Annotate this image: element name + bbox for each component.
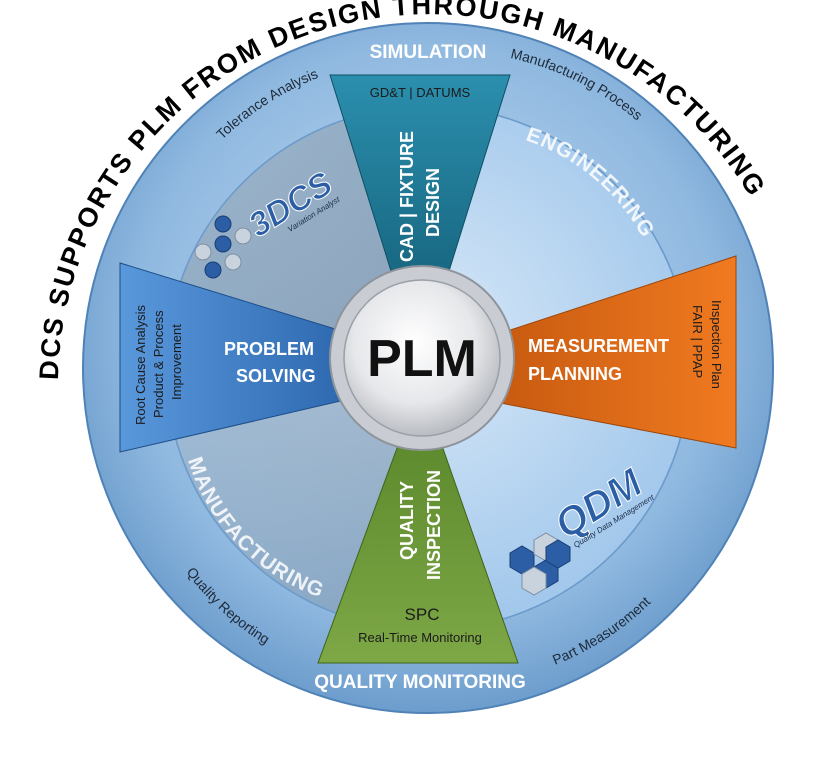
ring-label-simulation: SIMULATION (370, 42, 487, 63)
wedge-problem-solving: PROBLEM SOLVING Root Cause Analysis Prod… (119, 262, 346, 453)
wedge-measurement-title-line2: PLANNING (528, 364, 622, 384)
wedge-problem-sub3: Improvement (169, 324, 184, 400)
wedge-measurement-sub2: FAIR | PPAP (690, 305, 705, 378)
wedge-measurement-sub1: Inspection Plan (709, 300, 724, 389)
wedge-problem-sub2: Product & Process (151, 310, 166, 418)
wedge-quality-title-line1: QUALITY (397, 481, 417, 560)
wedge-problem-title-line2: SOLVING (236, 366, 316, 386)
center-hub: PLM (329, 265, 515, 451)
dcs-logo-icon (194, 215, 252, 279)
wedge-cad-title-line2: DESIGN (423, 168, 443, 237)
center-label: PLM (367, 330, 477, 388)
wedge-quality-inspection: QUALITY INSPECTION SPC Real-Time Monitor… (317, 439, 519, 664)
wedge-quality-sub1: SPC (405, 605, 440, 624)
wedge-quality-sub2: Real-Time Monitoring (358, 630, 482, 645)
wedge-cad-fixture-design: GD&T | DATUMS CAD | FIXTURE DESIGN (329, 74, 511, 301)
wedge-problem-title-line1: PROBLEM (224, 339, 314, 359)
wedge-measurement-title-line1: MEASUREMENT (528, 336, 669, 356)
wedge-quality-title-line2: INSPECTION (424, 470, 444, 580)
wedge-problem-sub1: Root Cause Analysis (133, 305, 148, 425)
qdm-logo-icon (509, 532, 571, 596)
ring-label-quality-monitoring: QUALITY MONITORING (314, 672, 525, 693)
wedge-cad-sub: GD&T | DATUMS (370, 85, 471, 100)
wedge-cad-title-line1: CAD | FIXTURE (397, 131, 417, 262)
wedge-measurement-planning: MEASUREMENT PLANNING Inspection Plan FAI… (494, 255, 737, 449)
